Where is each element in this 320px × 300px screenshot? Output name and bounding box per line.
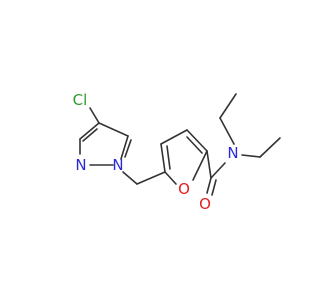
bond-c5-c4furan-double	[166, 145, 171, 170]
bond-c5-c4furan	[160, 143, 166, 173]
bond-namide-ethyl2	[241, 154, 261, 158]
atom-n-amide: N	[227, 144, 238, 162]
bond-c2-carbonyl	[206, 150, 212, 179]
bond-c4-c3	[79, 122, 100, 140]
atom-cl: Cl	[73, 91, 88, 109]
atom-o-furan: O	[178, 180, 190, 198]
bond-c2-ofuran	[192, 150, 208, 181]
bond-c4-c3furan	[160, 129, 188, 145]
bond-c3-c2furan	[186, 129, 208, 152]
bond-c4-c5	[98, 122, 129, 137]
bond-n1-ch2	[122, 171, 138, 185]
bond-n1-c5-double	[124, 139, 132, 158]
bond-ch2-c5furan	[136, 171, 166, 185]
atom-o-carbonyl: O	[199, 195, 211, 213]
bond-ofuran-c5	[164, 171, 177, 185]
bond-c4-c3-double	[82, 128, 98, 142]
atom-n-pyrazole-2: N	[75, 156, 86, 174]
structure-diagram: Cl N N O O N	[73, 91, 281, 213]
bond-ethyl2-ch3	[259, 137, 281, 158]
molecule-canvas: Cl N N O O N	[73, 91, 281, 213]
bond-namide-ethyl1	[219, 117, 235, 145]
bond-carbonyl-o-double	[211, 179, 217, 196]
bond-carbonyl-o	[206, 177, 212, 194]
bond-c3-c2furan-double	[186, 136, 203, 154]
bond-n1-c5	[120, 135, 129, 160]
atom-n-pyrazole-1: N	[112, 156, 123, 174]
bond-ethyl1-ch3	[219, 93, 237, 119]
bond-carbonyl-namide	[210, 162, 226, 179]
bond-cl-c4	[89, 107, 100, 124]
